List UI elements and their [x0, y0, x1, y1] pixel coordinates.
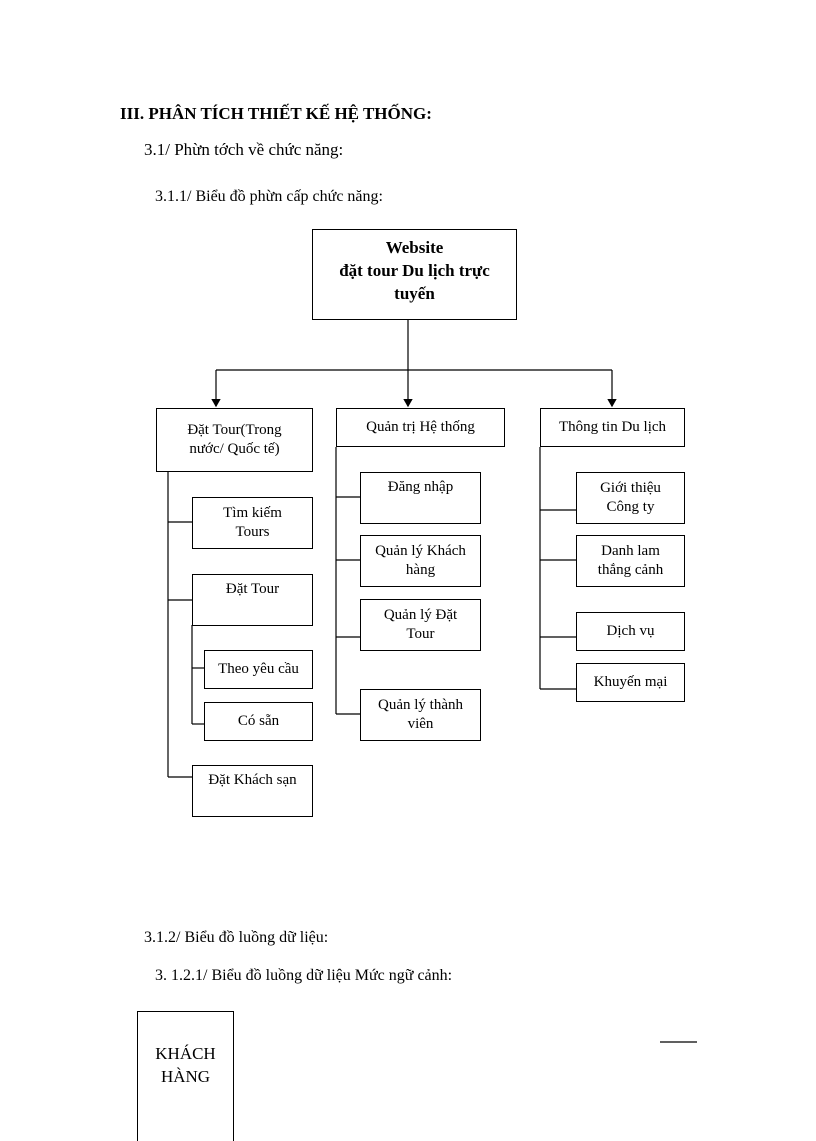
entity-khach-hang: KHÁCH HÀNG: [137, 1011, 234, 1141]
branch-quan-tri-box: Quản trị Hệ thống: [336, 408, 505, 447]
branch-dat-tour-box: Đặt Tour(Trong nước/ Quốc tế): [156, 408, 313, 472]
node-gioi-thieu-cong-ty: Giới thiệu Công ty: [576, 472, 685, 524]
node-quan-ly-dat-tour: Quản lý Đặt Tour: [360, 599, 481, 651]
branch-thong-tin-box: Thông tin Du lịch: [540, 408, 685, 447]
section-heading: III. PHÂN TÍCH THIẾT KẾ HỆ THỐNG:: [120, 104, 432, 123]
node-co-san: Có sẵn: [204, 702, 313, 741]
node-dich-vu: Dịch vụ: [576, 612, 685, 651]
node-quan-ly-thanh-vien: Quản lý thành viên: [360, 689, 481, 741]
subsection-heading-3-1-2: 3.1.2/ Biểu đồ luồng dữ liệu:: [144, 929, 329, 946]
diagram-root-box: Website đặt tour Du lịch trực tuyến: [312, 229, 517, 320]
node-danh-lam-thang-canh: Danh lam thắng cảnh: [576, 535, 685, 587]
subsection-heading-3-1: 3.1/ Phừn tớch về chức năng:: [144, 140, 344, 159]
subsection-heading-3-1-2-1: 3. 1.2.1/ Biểu đồ luồng dữ liệu Mức ngữ …: [155, 967, 453, 984]
node-dang-nhap: Đăng nhập: [360, 472, 481, 524]
subsection-heading-3-1-1: 3.1.1/ Biểu đồ phừn cấp chức năng:: [155, 188, 383, 205]
node-dat-tour: Đặt Tour: [192, 574, 313, 626]
node-quan-ly-khach-hang: Quản lý Khách hàng: [360, 535, 481, 587]
node-theo-yeu-cau: Theo yêu cầu: [204, 650, 313, 689]
node-tim-kiem-tours: Tìm kiếm Tours: [192, 497, 313, 549]
node-dat-khach-san: Đặt Khách sạn: [192, 765, 313, 817]
node-khuyen-mai: Khuyến mại: [576, 663, 685, 702]
